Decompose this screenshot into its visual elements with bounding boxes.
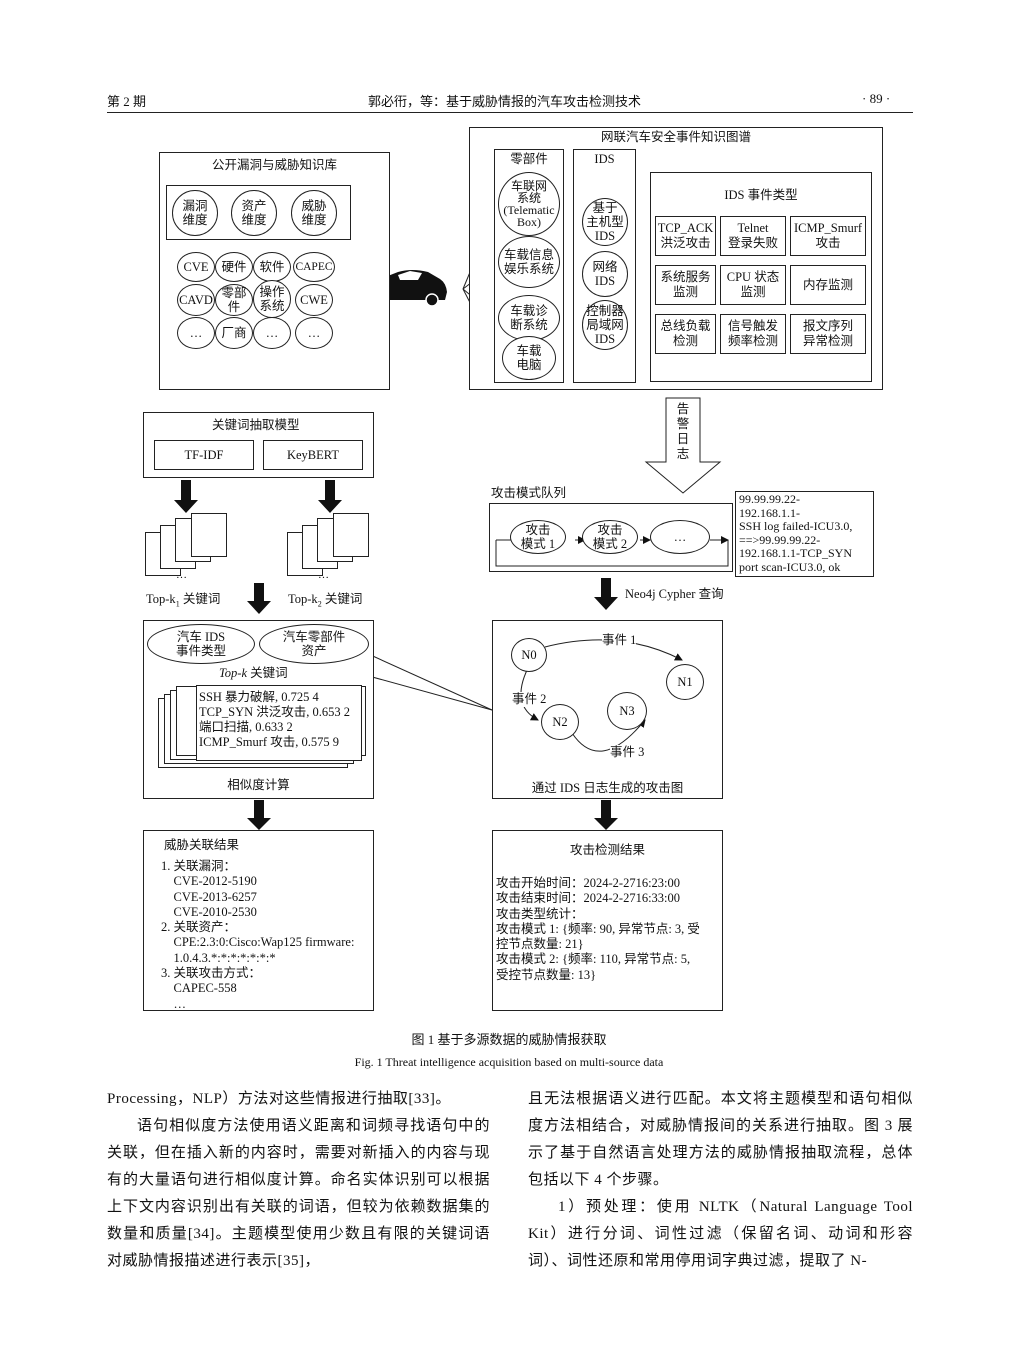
part-infotainment: 车载信息 娱乐系统 [498,236,560,288]
ids-title: IDS [594,152,615,166]
ids-network: 网络 IDS [582,251,628,297]
event-type: TCP_ACK 洪泛攻击 [655,216,716,256]
kb-node: CAPEC [293,252,335,282]
keyword-model-title: 关键词抽取模型 [212,418,300,432]
detection-result-title: 攻击检测结果 [569,843,645,857]
paragraph: 1）预处理：使用 NLTK（Natural Language Tool Kit）… [528,1199,913,1269]
kb-node: 软件 [253,252,291,282]
attack-graph-caption: 通过 IDS 日志生成的攻击图 [531,781,684,795]
graph-node-n3: N3 [607,692,647,730]
detection-result-body: 攻击开始时间：2024-2-2716:23:00 攻击结束时间：2024-2-2… [496,876,700,982]
right-column-text: 且无法根据语义进行匹配。本文将主题模型和语句相似度方法相结合，对威胁情报间的关系… [528,1086,913,1275]
tfidf-model: TF-IDF [154,440,254,470]
threat-result-body: 1. 关联漏洞： CVE-2012-5190 CVE-2013-6257 CVE… [161,859,355,1011]
issue-number: 第 2 期 [107,94,147,109]
part-telematic: 车联网 系统 (Telematic Box) [498,172,560,236]
kb-node: … [253,317,291,349]
header-rule [107,112,913,113]
threat-result-box [143,830,374,1011]
ids-log-box: 99.99.99.22- 192.168.1.1- SSH log failed… [735,491,874,577]
attack-mode-more: … [650,520,710,554]
threat-dimension: 威胁 维度 [291,190,337,236]
kb-node: 厂商 [215,317,253,349]
graph-node-n0: N0 [511,638,547,672]
attack-mode-2: 攻击 模式 2 [582,520,638,554]
doc-ellipsis: … [176,569,187,581]
keybert-model: KeyBERT [263,440,363,470]
ids-host: 基于 主机型 IDS [582,198,628,246]
kb-node: … [177,317,215,349]
document-icon [333,513,369,557]
topk2-label: Top-k2 关键词 [288,592,363,609]
event-type: 总线负载 检测 [655,314,716,354]
kb-node: 零部件 [215,284,253,316]
ids-can: 控制器 局域网 IDS [582,300,628,350]
kb-node: … [295,317,333,349]
detection-result-box [492,830,723,1011]
knowledge-graph-title: 网联汽车安全事件知识图谱 [600,130,751,144]
event-type: Telnet 登录失败 [720,216,786,256]
ids-event-types-title: IDS 事件类型 [724,188,798,202]
figure-caption-en: Fig. 1 Threat intelligence acquisition b… [354,1055,664,1069]
graph-node-n1: N1 [666,664,704,700]
graph-event-2: 事件 2 [512,692,547,707]
event-type: 报文序列 异常检测 [790,314,866,354]
page-number: · 89 · [862,91,891,106]
paragraph: 语句相似度方法使用语义距离和词频寻找语句中的关联，但在插入新的内容时，需要对新插… [107,1118,490,1269]
attack-queue-box [489,503,733,572]
graph-event-3: 事件 3 [610,745,645,760]
paragraph: 且无法根据语义进行匹配。本文将主题模型和语句相似度方法相结合，对威胁情报间的关系… [528,1091,913,1188]
vuln-dimension: 漏洞 维度 [172,190,218,236]
kb-node: CVE [177,252,215,282]
attack-graph-box [492,620,723,799]
kb-node: CWE [295,284,333,316]
event-type: ICMP_Smurf 攻击 [790,216,866,256]
part-diagnostic: 车载诊 断系统 [498,295,560,341]
paragraph: Processing，NLP）方法对这些情报进行抽取[33]。 [107,1091,451,1107]
event-type: CPU 状态 监测 [720,265,786,305]
running-title: 郭必衎，等：基于威胁情报的汽车攻击检测技术 [368,94,642,109]
kb-node: 操作 系统 [253,280,291,318]
event-type: 系统服务 监测 [655,265,716,305]
parts-title: 零部件 [510,152,548,166]
topk1-label: Top-k1 关键词 [146,592,221,609]
event-type: 内存监测 [790,265,866,305]
ids-event-type-ellipse: 汽车 IDS 事件类型 [147,624,255,664]
neo4j-query-label: Neo4j Cypher 查询 [625,587,724,601]
graph-node-n2: N2 [541,704,579,740]
part-ecu: 车载 电脑 [502,336,556,380]
graph-event-1: 事件 1 [602,633,637,648]
doc-ellipsis: … [318,569,329,581]
threat-result-title: 威胁关联结果 [164,838,240,852]
figure-caption-cn: 图 1 基于多源数据的威胁情报获取 [411,1032,607,1047]
kb-node: CAVD [177,284,215,316]
event-type: 信号触发 频率检测 [720,314,786,354]
parts-asset-ellipse: 汽车零部件 资产 [259,624,369,664]
left-column-text: Processing，NLP）方法对这些情报进行抽取[33]。 语句相似度方法使… [107,1086,490,1275]
asset-dimension: 资产 维度 [231,190,277,236]
knowledge-base-title: 公开漏洞与威胁知识库 [211,158,337,172]
similarity-caption: 相似度计算 [227,778,290,792]
similarity-list: SSH 暴力破解, 0.725 4 TCP_SYN 洪泛攻击, 0.653 2 … [196,685,362,761]
kb-node: 硬件 [215,252,253,282]
topk-label: Top-k 关键词 [219,666,288,680]
alert-log-label: 告 警 日 志 [676,402,690,461]
attack-queue-title: 攻击模式队列 [491,486,567,500]
document-icon [191,513,227,557]
attack-mode-1: 攻击 模式 1 [510,520,566,554]
